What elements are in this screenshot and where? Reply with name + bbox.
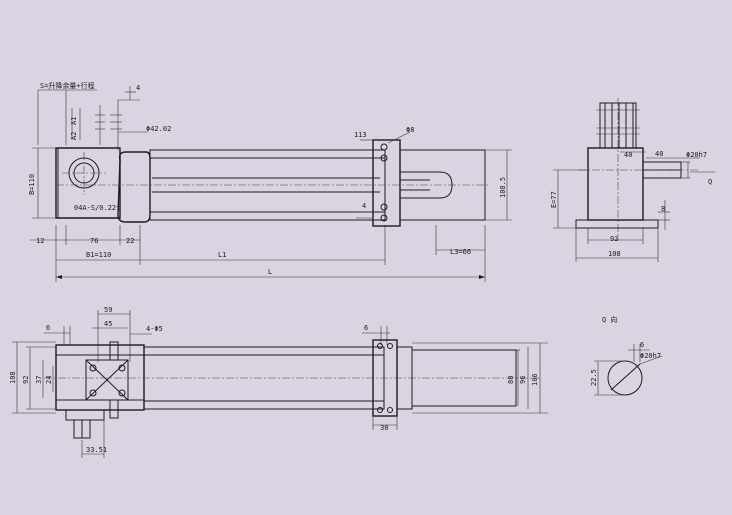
dim-b1: B1=110 — [86, 251, 111, 259]
dim-108: 108 — [9, 371, 17, 384]
dim-22: 22 — [126, 237, 134, 245]
dim-l1: L1 — [218, 251, 226, 259]
dim-59: 59 — [104, 306, 112, 314]
dim-4: 4 — [362, 202, 366, 210]
dim-33-51: 33.51 — [86, 446, 107, 454]
dim-108: 108 — [608, 250, 621, 258]
front-view: S=升降余量+行程 4 A1 A2 Φ42.02 B=110 04A-S/0.2 — [28, 81, 512, 282]
dim-shaft: Φ20h7 — [686, 151, 707, 159]
dim-30: 30 — [380, 424, 388, 432]
stroke-note: S=升降余量+行程 — [40, 81, 95, 90]
dim-40a: 40 — [624, 151, 632, 159]
dim-12: 12 — [36, 237, 44, 245]
q-view-title: Q 向 — [602, 315, 617, 324]
plan-view: 59 45 4-Φ5 6 6 33.51 — [9, 306, 548, 458]
dim-108-5: 108.5 — [499, 177, 507, 198]
dim-shaft: Φ20h7 — [640, 352, 661, 360]
label-a2: A2 — [70, 132, 78, 140]
model-note: 04A-S/0.22t — [74, 204, 120, 212]
dim-bore: Φ42.02 — [146, 125, 171, 133]
dim-92: 92 — [610, 235, 618, 243]
dim-80: 80 — [507, 376, 515, 384]
label-q: Q — [708, 178, 712, 186]
dim-hole: Φ8 — [406, 126, 414, 134]
dim-8: 8 — [661, 205, 665, 213]
dim-76: 76 — [90, 237, 98, 245]
dim-37: 37 — [35, 376, 43, 384]
dim-45: 45 — [104, 320, 112, 328]
dim-92: 92 — [22, 376, 30, 384]
side-view: 40 40 Φ20h7 Q E=77 8 92 108 — [550, 98, 715, 262]
q-view: Q 向 22.5 6 Φ20h7 — [590, 315, 663, 396]
dim-6: 6 — [640, 341, 644, 349]
dim-l: L — [268, 268, 272, 276]
dim-height-b: B=110 — [28, 174, 36, 195]
dim-96: 96 — [519, 376, 527, 384]
dim-106: 106 — [531, 373, 539, 386]
dim-6a: 6 — [46, 324, 50, 332]
dim-holes: 4-Φ5 — [146, 325, 163, 333]
dim-l3: L3=66 — [450, 248, 471, 256]
dim-top-4: 4 — [136, 84, 140, 92]
dim-24: 24 — [45, 376, 53, 384]
dim-22-5: 22.5 — [590, 369, 598, 386]
dim-e: E=77 — [550, 191, 558, 208]
dim-6b: 6 — [364, 324, 368, 332]
dim-113: 113 — [354, 131, 367, 139]
label-a1: A1 — [70, 117, 78, 125]
dim-40b: 40 — [655, 150, 663, 158]
